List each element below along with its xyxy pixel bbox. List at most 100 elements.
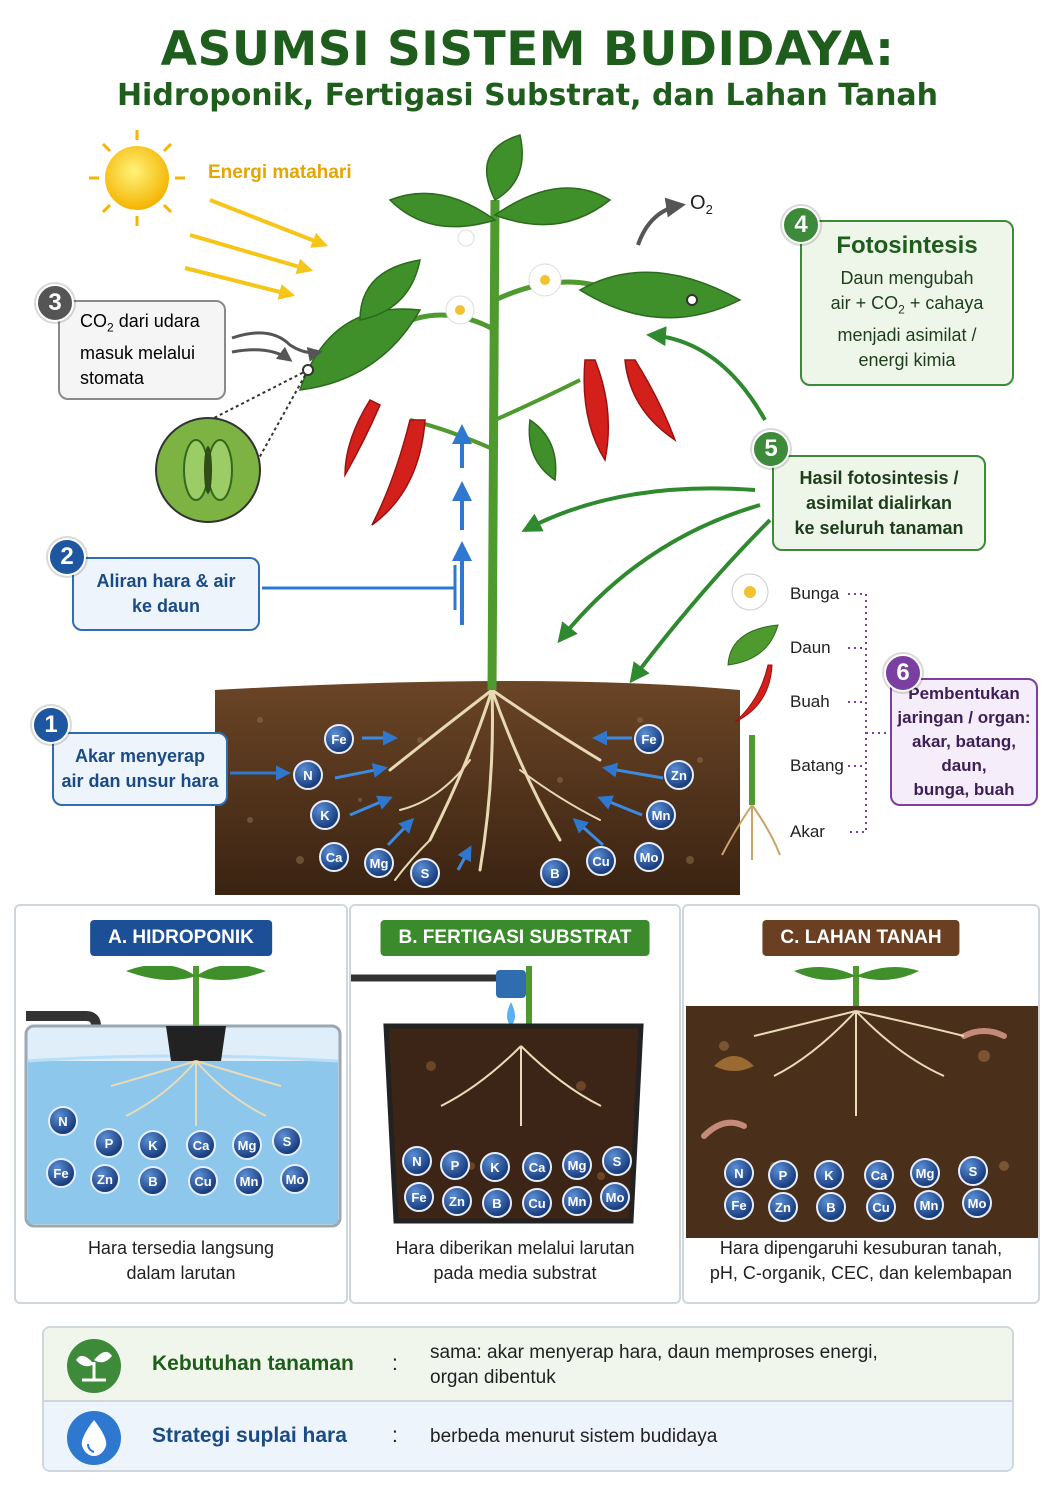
ion-badge: B: [482, 1188, 512, 1218]
organ-label-akar: Akar: [790, 822, 825, 841]
ion-badge: S: [410, 858, 440, 888]
water-drop-icon: [67, 1411, 121, 1465]
ion-badge: Fe: [724, 1190, 754, 1220]
organ-label-bunga: Bunga: [790, 584, 840, 603]
summary-row-strategi: Strategi suplai hara : berbeda menurut s…: [44, 1402, 1012, 1470]
seedling-icon: [67, 1339, 121, 1393]
flower-icon: [445, 229, 562, 325]
ion-badge: K: [480, 1152, 510, 1182]
step-4-box: Fotosintesis Daun mengubah air + CO2 + c…: [800, 220, 1014, 386]
ion-badge: Mo: [600, 1182, 630, 1212]
ion-badge: Mo: [280, 1164, 310, 1194]
ion-badge: Ca: [864, 1160, 894, 1190]
panel-hidroponik-title: A. HIDROPONIK: [90, 920, 272, 956]
step-2-badge: 2: [48, 538, 86, 576]
ion-badge: P: [94, 1128, 124, 1158]
ion-badge: S: [958, 1156, 988, 1186]
ion-badge: Ca: [319, 842, 349, 872]
ion-badge: Mn: [646, 800, 676, 830]
ion-badge: Mn: [914, 1190, 944, 1220]
organ-label-batang: Batang: [790, 756, 844, 775]
ion-badge: Zn: [768, 1192, 798, 1222]
ion-badge: P: [768, 1160, 798, 1190]
ion-badge: K: [138, 1130, 168, 1160]
summary-key-kebutuhan: Kebutuhan tanaman: [152, 1352, 354, 1375]
ion-badge: P: [440, 1150, 470, 1180]
ion-badge: Mg: [562, 1150, 592, 1180]
ion-badge: Mg: [364, 848, 394, 878]
panel-lahan-tanah-title: C. LAHAN TANAH: [762, 920, 960, 956]
ion-badge: Ca: [186, 1130, 216, 1160]
ion-badge: Zn: [90, 1164, 120, 1194]
ion-badge: S: [602, 1146, 632, 1176]
summary-value-strategi: berbeda menurut sistem budidaya: [430, 1426, 718, 1447]
assimilate-flow-arrows: [521, 326, 772, 684]
ion-badge: K: [310, 800, 340, 830]
ion-badge: Ca: [522, 1152, 552, 1182]
substrate-bag-illustration: [351, 966, 644, 1224]
ion-badge: N: [724, 1158, 754, 1188]
panel-lahan-tanah: C. LAHAN TANAH Hara dipengaruhi kesubura…: [682, 904, 1040, 1304]
ion-badge: Mg: [910, 1158, 940, 1188]
ion-badge: B: [816, 1192, 846, 1222]
leaf-icon: [727, 624, 779, 666]
ion-badge: Mo: [634, 842, 664, 872]
step-4-badge: 4: [782, 206, 820, 244]
organ-label-daun: Daun: [790, 638, 831, 657]
ion-badge: Mn: [562, 1186, 592, 1216]
sun-energy-label: Energi matahari: [208, 162, 352, 183]
chili-icon: [344, 359, 677, 526]
ion-badge: B: [540, 858, 570, 888]
panel-fertigasi: B. FERTIGASI SUBSTRAT Hara diberikan mel…: [349, 904, 681, 1304]
step-2-box: Aliran hara & air ke daun: [72, 557, 260, 631]
summary-value-kebutuhan: sama: akar menyerap hara, daun memproses…: [430, 1342, 878, 1388]
step-4-heading: Fotosintesis: [836, 232, 978, 260]
organ-label-buah: Buah: [790, 692, 830, 711]
ion-badge: Cu: [866, 1192, 896, 1222]
step-5-badge: 5: [752, 430, 790, 468]
ion-badge: Fe: [324, 724, 354, 754]
page-title: ASUMSI SISTEM BUDIDAYA:: [160, 22, 895, 77]
summary-row-kebutuhan: Kebutuhan tanaman : sama: akar menyerap …: [44, 1328, 1012, 1400]
ion-badge: Fe: [634, 724, 664, 754]
step-1-badge: 1: [32, 706, 70, 744]
ion-badge: Fe: [46, 1158, 76, 1188]
sunlight-rays: [184, 198, 328, 300]
flower-icon: [731, 573, 769, 611]
plant-roots: [388, 688, 602, 881]
page-subtitle: Hidroponik, Fertigasi Substrat, dan Laha…: [116, 78, 939, 113]
step-3-badge: 3: [36, 284, 74, 322]
ion-badge: Cu: [188, 1166, 218, 1196]
step-6-badge: 6: [884, 654, 922, 692]
step-1-box: Akar menyerap air dan unsur hara: [52, 732, 228, 806]
o2-label: O2: [690, 192, 713, 217]
plant-stem: [487, 199, 500, 691]
ion-badge: Fe: [404, 1182, 434, 1212]
ion-badge: N: [293, 760, 323, 790]
ion-badge: Cu: [522, 1188, 552, 1218]
ion-badge: N: [402, 1146, 432, 1176]
ion-badge: Cu: [586, 846, 616, 876]
step-6-box: Pembentukan jaringan / organ: akar, bata…: [890, 678, 1038, 806]
ion-badge: Mg: [232, 1130, 262, 1160]
o2-arrow: [636, 197, 686, 246]
summary-footer: Kebutuhan tanaman : sama: akar menyerap …: [42, 1326, 1014, 1472]
ion-badge: S: [272, 1126, 302, 1156]
leaf-icon: [298, 134, 742, 482]
hydroponic-tank-illustration: [24, 966, 342, 1228]
panel-lahan-tanah-caption: Hara dipengaruhi kesuburan tanah,pH, C-o…: [709, 1238, 1013, 1283]
ion-badge: Zn: [442, 1186, 472, 1216]
ion-badge: Mo: [962, 1188, 992, 1218]
panel-fertigasi-title: B. FERTIGASI SUBSTRAT: [380, 920, 650, 956]
stomata-icon: [155, 417, 261, 523]
summary-key-strategi: Strategi suplai hara: [152, 1424, 347, 1447]
ion-badge: K: [814, 1160, 844, 1190]
ion-badge: Zn: [664, 760, 694, 790]
ion-badge: N: [48, 1106, 78, 1136]
ion-badge: B: [138, 1166, 168, 1196]
ion-badge: Mn: [234, 1166, 264, 1196]
sun-icon: [89, 130, 185, 226]
